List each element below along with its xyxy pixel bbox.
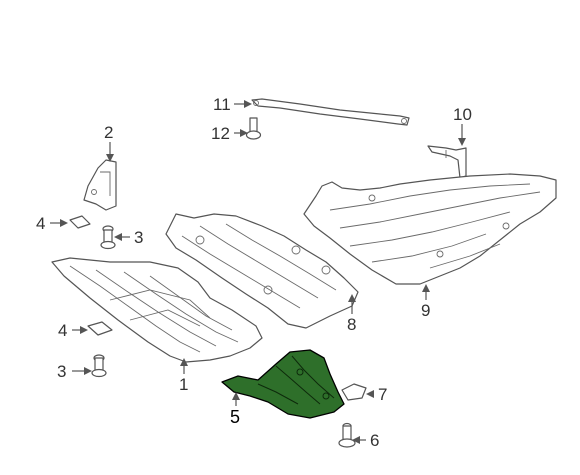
leader-lines [50,100,466,444]
callout-4-upper: 4 [36,214,45,233]
callout-12: 12 [211,124,230,143]
callout-5: 5 [230,407,240,427]
part-7-clip [341,383,367,401]
part-2-bracket [83,159,117,211]
part-4-clip-upper [69,215,91,229]
part-11-brace-rod [251,98,410,126]
part-4-clip-lower [87,321,113,336]
part-6-bolt [338,422,356,448]
callout-4-lower: 4 [58,321,67,340]
callout-11: 11 [213,95,231,114]
part-3-screw-upper [100,225,116,250]
part-12-bolt [245,117,262,140]
part-8-center-shield [165,213,359,329]
callout-3-upper: 3 [134,228,143,247]
callout-10: 10 [453,105,472,124]
callout-6: 6 [370,431,379,450]
callout-1: 1 [179,375,188,394]
part-3-screw-lower [91,354,107,378]
part-9-rear-underbody-cover [303,173,557,285]
callout-3-lower: 3 [57,362,66,381]
part-10-bracket [427,145,467,179]
part-5-splash-shield-highlighted [221,349,345,419]
part-1-front-shield [51,257,263,363]
callout-8: 8 [347,315,356,334]
callout-2: 2 [104,123,113,142]
callout-9: 9 [421,301,430,320]
callout-7: 7 [378,385,387,404]
